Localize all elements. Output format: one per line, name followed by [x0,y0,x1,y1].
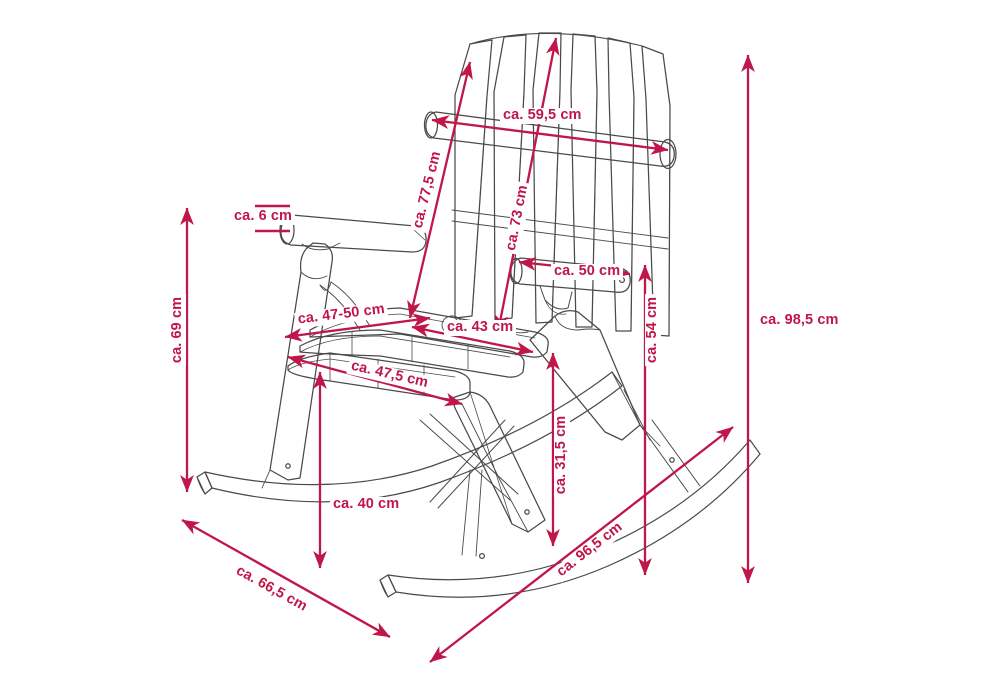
dimension-label-6: ca. 6 cm [231,208,296,225]
dimension-label-69: ca. 69 cm [169,293,186,367]
under-seat-brace [419,413,519,509]
dimension-arrows [180,37,755,663]
dimension-label-43: ca. 43 cm [444,319,517,336]
dim-line-armrest-thickness [255,204,290,233]
dim-line-backrest-height-outer [407,61,473,319]
dim-line-seat-depth-upper [284,313,431,342]
chair-line-art [196,32,761,598]
backrest-slats [454,32,671,337]
dim-line-backrest-width [431,115,669,155]
dimension-label-54: ca. 54 cm [644,293,661,367]
dim-line-seat-width-front [287,354,463,407]
dimension-label-59-5: ca. 59,5 cm [500,107,585,124]
right-back-post [529,310,641,441]
dim-line-total-width [181,518,391,639]
dimension-label-31-5: ca. 31,5 cm [553,412,570,498]
left-front-leg [269,242,333,481]
dimension-label-40: ca. 40 cm [330,496,403,513]
dimension-label-98-5: ca. 98,5 cm [757,312,842,329]
left-leg-runner-join [261,469,271,489]
lower-back-rail [451,209,669,250]
dim-line-seat-width-back [411,323,534,356]
dimension-label-50: ca. 50 cm [551,263,624,280]
left-armrest [279,214,427,253]
far-front-leg [461,403,529,557]
